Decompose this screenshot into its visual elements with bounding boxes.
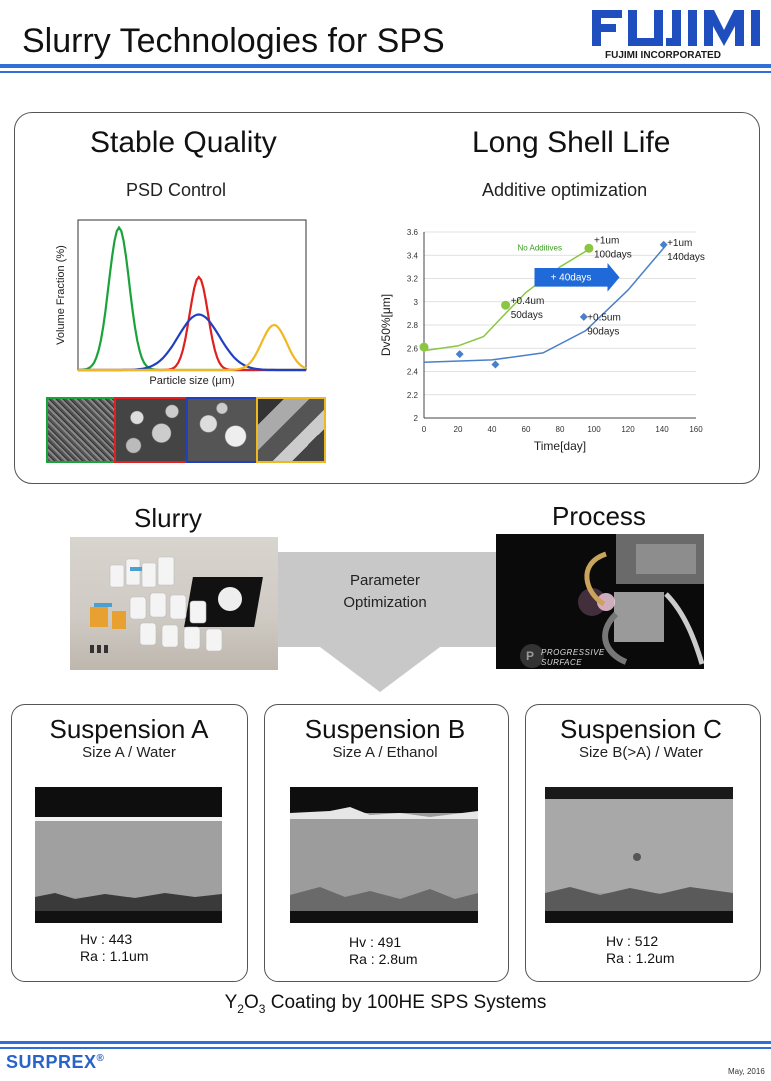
suspension-a-subtitle: Size A / Water	[82, 744, 176, 761]
caption-sub-3: 3	[258, 1001, 266, 1016]
life-x-tick-3: 60	[522, 425, 531, 434]
life-point-s1-0	[455, 350, 464, 359]
life-y-tick-8: 3.6	[407, 228, 419, 237]
psd-series-3	[78, 323, 307, 372]
slurry-products-photo	[70, 537, 278, 670]
suspension-b-sem-image	[290, 787, 478, 923]
psd-control-subheading: PSD Control	[126, 180, 227, 200]
life-y-tick-3: 2.6	[407, 344, 419, 353]
suspension-b-title: Suspension B	[304, 714, 466, 744]
life-annotation-1-line2: 50days	[511, 310, 543, 321]
progressive-surface-line1: PROGRESSIVE	[541, 648, 605, 657]
psd-chart: Particle size (μm) Volume Fraction (%)	[55, 219, 307, 387]
life-point-s0-1	[501, 300, 511, 310]
caption-o: O	[243, 992, 259, 1013]
life-point-s0-2	[584, 243, 594, 253]
surprex-brand-text: SURPREX	[6, 1052, 97, 1072]
additive-optimization-subheading: Additive optimization	[482, 180, 648, 200]
shell-life-chart: 2 2.2 2.4 2.6 2.8 3 3.2 3.4 3.6 0 20 40 60 80 100 120 14…	[379, 228, 705, 453]
header-rule-thin	[0, 71, 771, 73]
life-x-tick-4: 80	[556, 425, 565, 434]
suspension-a-ra: Ra : 1.1um	[80, 948, 149, 964]
life-x-tick-6: 120	[621, 425, 635, 434]
life-point-s1-2	[579, 312, 588, 321]
optimization-arrow	[270, 552, 500, 692]
caption-sub-2: 2	[237, 1001, 244, 1016]
life-x-axis-label: Time[day]	[534, 439, 586, 453]
life-x-tick-7: 140	[655, 425, 669, 434]
life-annotation-0-line2: 100days	[594, 250, 632, 261]
life-annotation-0-line1: +1um	[594, 236, 619, 247]
life-annotation-3-line2: 90days	[587, 326, 619, 337]
life-y-tick-5: 3	[414, 298, 419, 307]
suspension-c-sem-image	[545, 787, 733, 923]
life-annotation-1-line1: +0.4um	[511, 296, 545, 307]
life-fit-line-0	[423, 248, 590, 352]
footer-date: May, 2016	[728, 1067, 765, 1076]
life-annotation-2-line1: +1um	[667, 238, 692, 249]
suspension-a-hv: Hv : 443	[80, 931, 133, 947]
life-y-axis-label: Dv50%[μm]	[379, 294, 393, 356]
suspension-a-title: Suspension A	[49, 714, 209, 744]
footer-rule	[0, 1041, 771, 1044]
life-fit-line-1	[423, 245, 666, 363]
particle-micrograph-yellow	[256, 397, 326, 463]
arrow-label-line1: Parameter	[349, 572, 421, 589]
life-y-tick-0: 2	[414, 414, 419, 423]
caption-rest: Coating by 100HE SPS Systems	[265, 992, 547, 1013]
page-title: Slurry Technologies for SPS	[22, 22, 445, 60]
life-x-tick-8: 160	[689, 425, 703, 434]
suspension-a-sem-image	[35, 787, 222, 923]
suspension-b-subtitle: Size A / Ethanol	[332, 744, 438, 761]
life-x-tick-0: 0	[422, 425, 427, 434]
suspension-c-subtitle: Size B(>A) / Water	[578, 744, 704, 761]
header-rule	[0, 64, 771, 68]
coating-caption: Y2O3 Coating by 100HE SPS Systems	[0, 992, 771, 1016]
suspension-b-ra: Ra : 2.8um	[349, 951, 418, 967]
long-shell-life-heading: Long Shell Life	[472, 126, 671, 159]
life-forty-days-label: + 40days	[551, 272, 592, 283]
svg-text:P: P	[526, 649, 534, 663]
life-y-tick-6: 3.2	[407, 275, 419, 284]
company-logo-subtitle: FUJIMI INCORPORATED	[605, 50, 721, 61]
life-y-tick-7: 3.4	[407, 251, 419, 260]
psd-x-axis-label: Particle size (μm)	[149, 375, 234, 387]
suspension-c-ra: Ra : 1.2um	[606, 950, 675, 966]
life-annotation-2-line2: 140days	[667, 252, 705, 263]
footer-rule-thin	[0, 1047, 771, 1049]
life-series-label-no-additives: No Additives	[518, 244, 562, 253]
suspension-c-hv: Hv : 512	[606, 933, 659, 949]
progressive-surface-line2: SURFACE	[541, 658, 583, 667]
life-forty-days-arrow	[534, 263, 620, 292]
life-x-tick-1: 20	[454, 425, 463, 434]
particle-micrograph-green	[46, 397, 117, 463]
life-point-s1-1	[491, 360, 500, 369]
life-y-tick-4: 2.8	[407, 321, 419, 330]
life-x-tick-5: 100	[587, 425, 601, 434]
psd-y-axis-label: Volume Fraction (%)	[55, 245, 67, 345]
life-annotation-3-line1: +0.5um	[587, 312, 621, 323]
particle-micrograph-red	[114, 397, 188, 463]
particle-micrograph-blue	[186, 397, 258, 463]
arrow-label-line2: Optimization	[343, 594, 427, 611]
life-point-s0-0	[419, 342, 429, 352]
registered-mark: ®	[96, 1053, 105, 1064]
surprex-brand: SURPREX®	[6, 1052, 104, 1073]
caption-y: Y	[224, 992, 238, 1013]
process-label: Process	[552, 501, 646, 531]
stable-quality-heading: Stable Quality	[90, 126, 277, 159]
life-x-tick-2: 40	[488, 425, 497, 434]
suspension-c-title: Suspension C	[560, 714, 722, 744]
life-y-tick-2: 2.4	[407, 368, 419, 377]
life-y-tick-1: 2.2	[407, 391, 419, 400]
slurry-label: Slurry	[134, 503, 202, 533]
life-point-s1-3	[659, 240, 668, 249]
company-logo	[592, 6, 770, 50]
suspension-b-hv: Hv : 491	[349, 934, 402, 950]
process-photo: P	[496, 534, 704, 669]
